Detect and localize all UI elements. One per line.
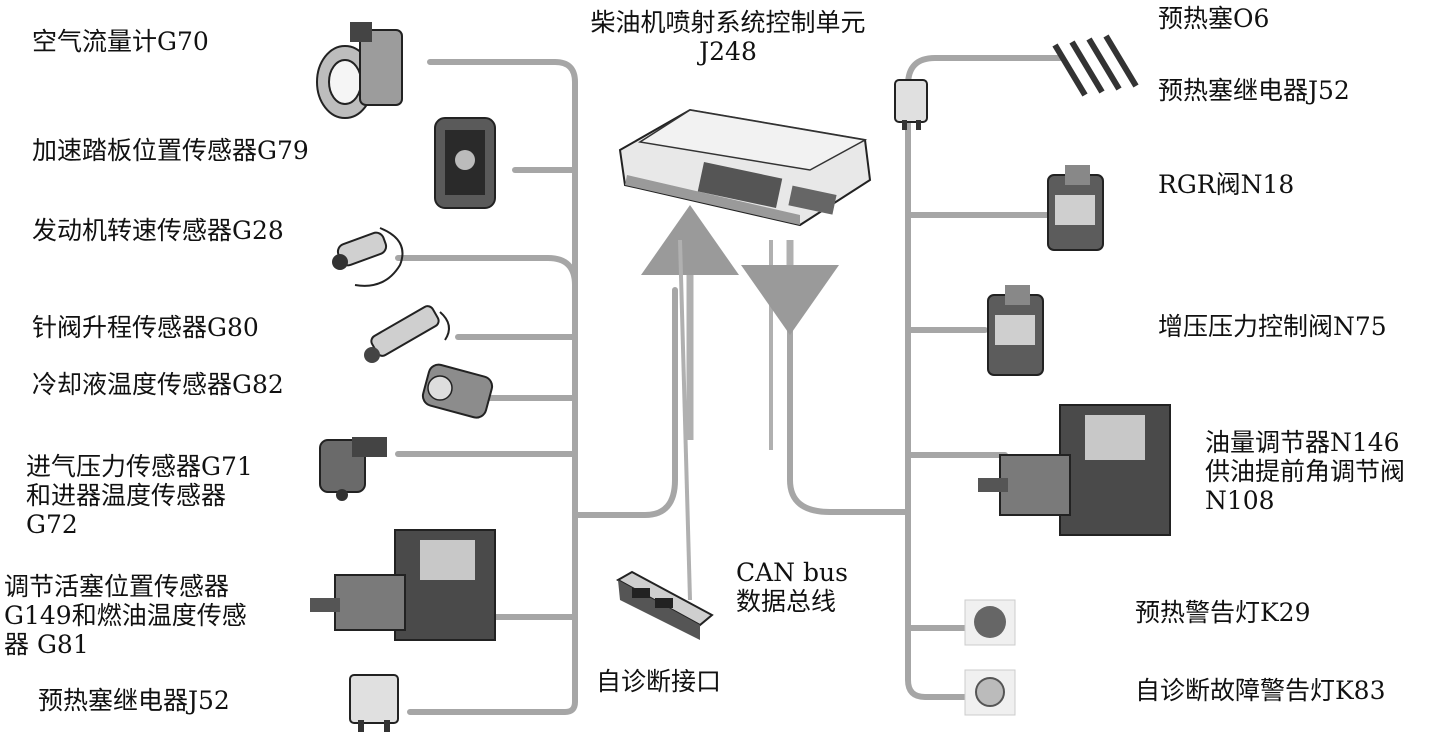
label-can-bus-line2: 数据总线 — [736, 587, 837, 616]
label-piston-line2: G149和燃油温度传感 — [4, 601, 247, 630]
ecu-title-text: 柴油机喷射系统控制单元 — [590, 8, 866, 37]
label-fuel-line1: 油量调节器N146 — [1205, 428, 1400, 457]
ecu-title: 柴油机喷射系统控制单元 J248 — [548, 8, 908, 66]
coolant-sensor-image — [421, 363, 494, 419]
label-piston-sensor: 调节活塞位置传感器 G149和燃油温度传感 器 G81 — [4, 572, 247, 659]
label-piston-line3: 器 G81 — [4, 630, 89, 659]
needle-lift-sensor-image — [364, 305, 450, 363]
intake-pressure-sensor-image — [319, 437, 387, 501]
label-egr-valve: RGR阀N18 — [1158, 170, 1295, 199]
label-intake-line3: G72 — [26, 510, 78, 539]
label-can-bus-line1: CAN bus — [736, 558, 848, 587]
label-piston-line1: 调节活塞位置传感器 — [4, 572, 230, 601]
injection-pump-right-image — [978, 404, 1171, 536]
fault-warning-lamp-image — [964, 669, 1016, 716]
label-relay-left: 预热塞继电器J52 — [38, 686, 230, 715]
label-intake-sensor: 进气压力传感器G71 和进器温度传感器 G72 — [26, 452, 253, 539]
label-pedal-sensor: 加速踏板位置传感器G79 — [32, 136, 309, 165]
label-intake-line2: 和进器温度传感器 — [26, 481, 227, 510]
air-flow-meter-image — [316, 22, 403, 119]
label-fault-lamp: 自诊断故障警告灯K83 — [1135, 676, 1386, 705]
diagnostic-connector-image — [615, 570, 714, 640]
label-maf: 空气流量计G70 — [32, 27, 209, 56]
boost-valve-image — [987, 285, 1044, 376]
ecu-code: J248 — [699, 37, 757, 66]
label-fuel-line2: 供油提前角调节阀 — [1205, 457, 1406, 486]
left-wiring — [395, 59, 678, 715]
label-glow-relay: 预热塞继电器J52 — [1158, 76, 1350, 105]
relay-right-image — [894, 79, 928, 130]
label-glow-lamp: 预热警告灯K29 — [1135, 598, 1311, 627]
ecu-unit-image — [618, 108, 872, 227]
label-needle-sensor: 针阀升程传感器G80 — [32, 313, 259, 342]
glow-warning-lamp-image — [964, 599, 1016, 646]
right-wiring — [787, 55, 1063, 700]
label-fuel-regulator: 油量调节器N146 供油提前角调节阀 N108 — [1205, 428, 1405, 515]
label-speed-sensor: 发动机转速传感器G28 — [32, 216, 284, 245]
label-fuel-line3: N108 — [1205, 486, 1275, 515]
label-can-bus: CAN bus 数据总线 — [736, 558, 848, 616]
speed-sensor-image — [332, 227, 404, 287]
relay-left-image — [349, 674, 399, 732]
label-diagnostic-port: 自诊断接口 — [596, 667, 722, 696]
label-glow-plug: 预热塞O6 — [1158, 4, 1270, 33]
pedal-sensor-image — [434, 117, 496, 209]
label-intake-line1: 进气压力传感器G71 — [26, 452, 253, 481]
label-boost-valve: 增压压力控制阀N75 — [1158, 312, 1387, 341]
egr-valve-image — [1047, 165, 1104, 251]
injection-pump-left-image — [310, 529, 496, 641]
glow-plugs-image — [1052, 34, 1139, 97]
can-bus-arrows — [641, 205, 839, 601]
label-coolant-sensor: 冷却液温度传感器G82 — [32, 370, 284, 399]
